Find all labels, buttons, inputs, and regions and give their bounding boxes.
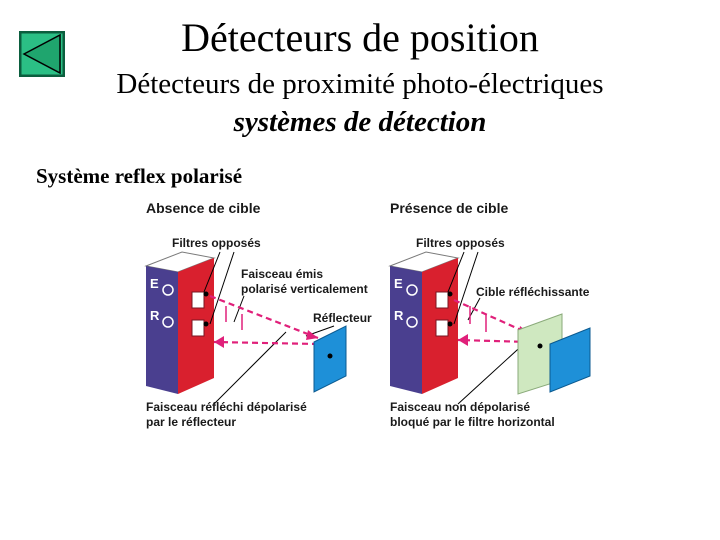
left-sensor: E R	[144, 251, 216, 394]
right-panel: Présence de cible Filtres opposés Cible …	[388, 200, 591, 429]
left-e-label: E	[150, 276, 159, 291]
left-bottom-label-1: Faisceau réfléchi dépolarisé	[146, 400, 307, 414]
right-filters-label: Filtres opposés	[416, 236, 505, 250]
left-beam-label-2: polarisé verticalement	[241, 282, 368, 296]
reflector-label: Réflecteur	[313, 311, 372, 325]
right-r-label: R	[394, 308, 404, 323]
page-subtitle: Détecteurs de proximité photo-électrique…	[116, 68, 604, 100]
right-sensor: E R	[388, 251, 460, 394]
left-bottom-label-2: par le réflecteur	[146, 415, 236, 429]
left-beam-label-1: Faisceau émis	[241, 267, 323, 281]
page-subheading: systèmes de détection	[233, 106, 487, 138]
section-label: Système reflex polarisé	[36, 164, 243, 188]
polarized-reflex-diagram: Absence de cible Filtres opposés Faiscea…	[144, 200, 591, 429]
page-title: Détecteurs de position	[181, 15, 539, 60]
right-e-label: E	[394, 276, 403, 291]
left-header: Absence de cible	[146, 200, 261, 216]
right-bottom-label-1: Faisceau non dépolarisé	[390, 400, 530, 414]
target-label: Cible réfléchissante	[476, 285, 590, 299]
left-filters-label: Filtres opposés	[172, 236, 261, 250]
back-arrow-icon[interactable]	[18, 30, 66, 78]
right-bottom-label-2: bloqué par le filtre horizontal	[390, 415, 555, 429]
right-header: Présence de cible	[390, 200, 509, 216]
left-panel: Absence de cible Filtres opposés Faiscea…	[144, 200, 372, 429]
left-r-label: R	[150, 308, 160, 323]
